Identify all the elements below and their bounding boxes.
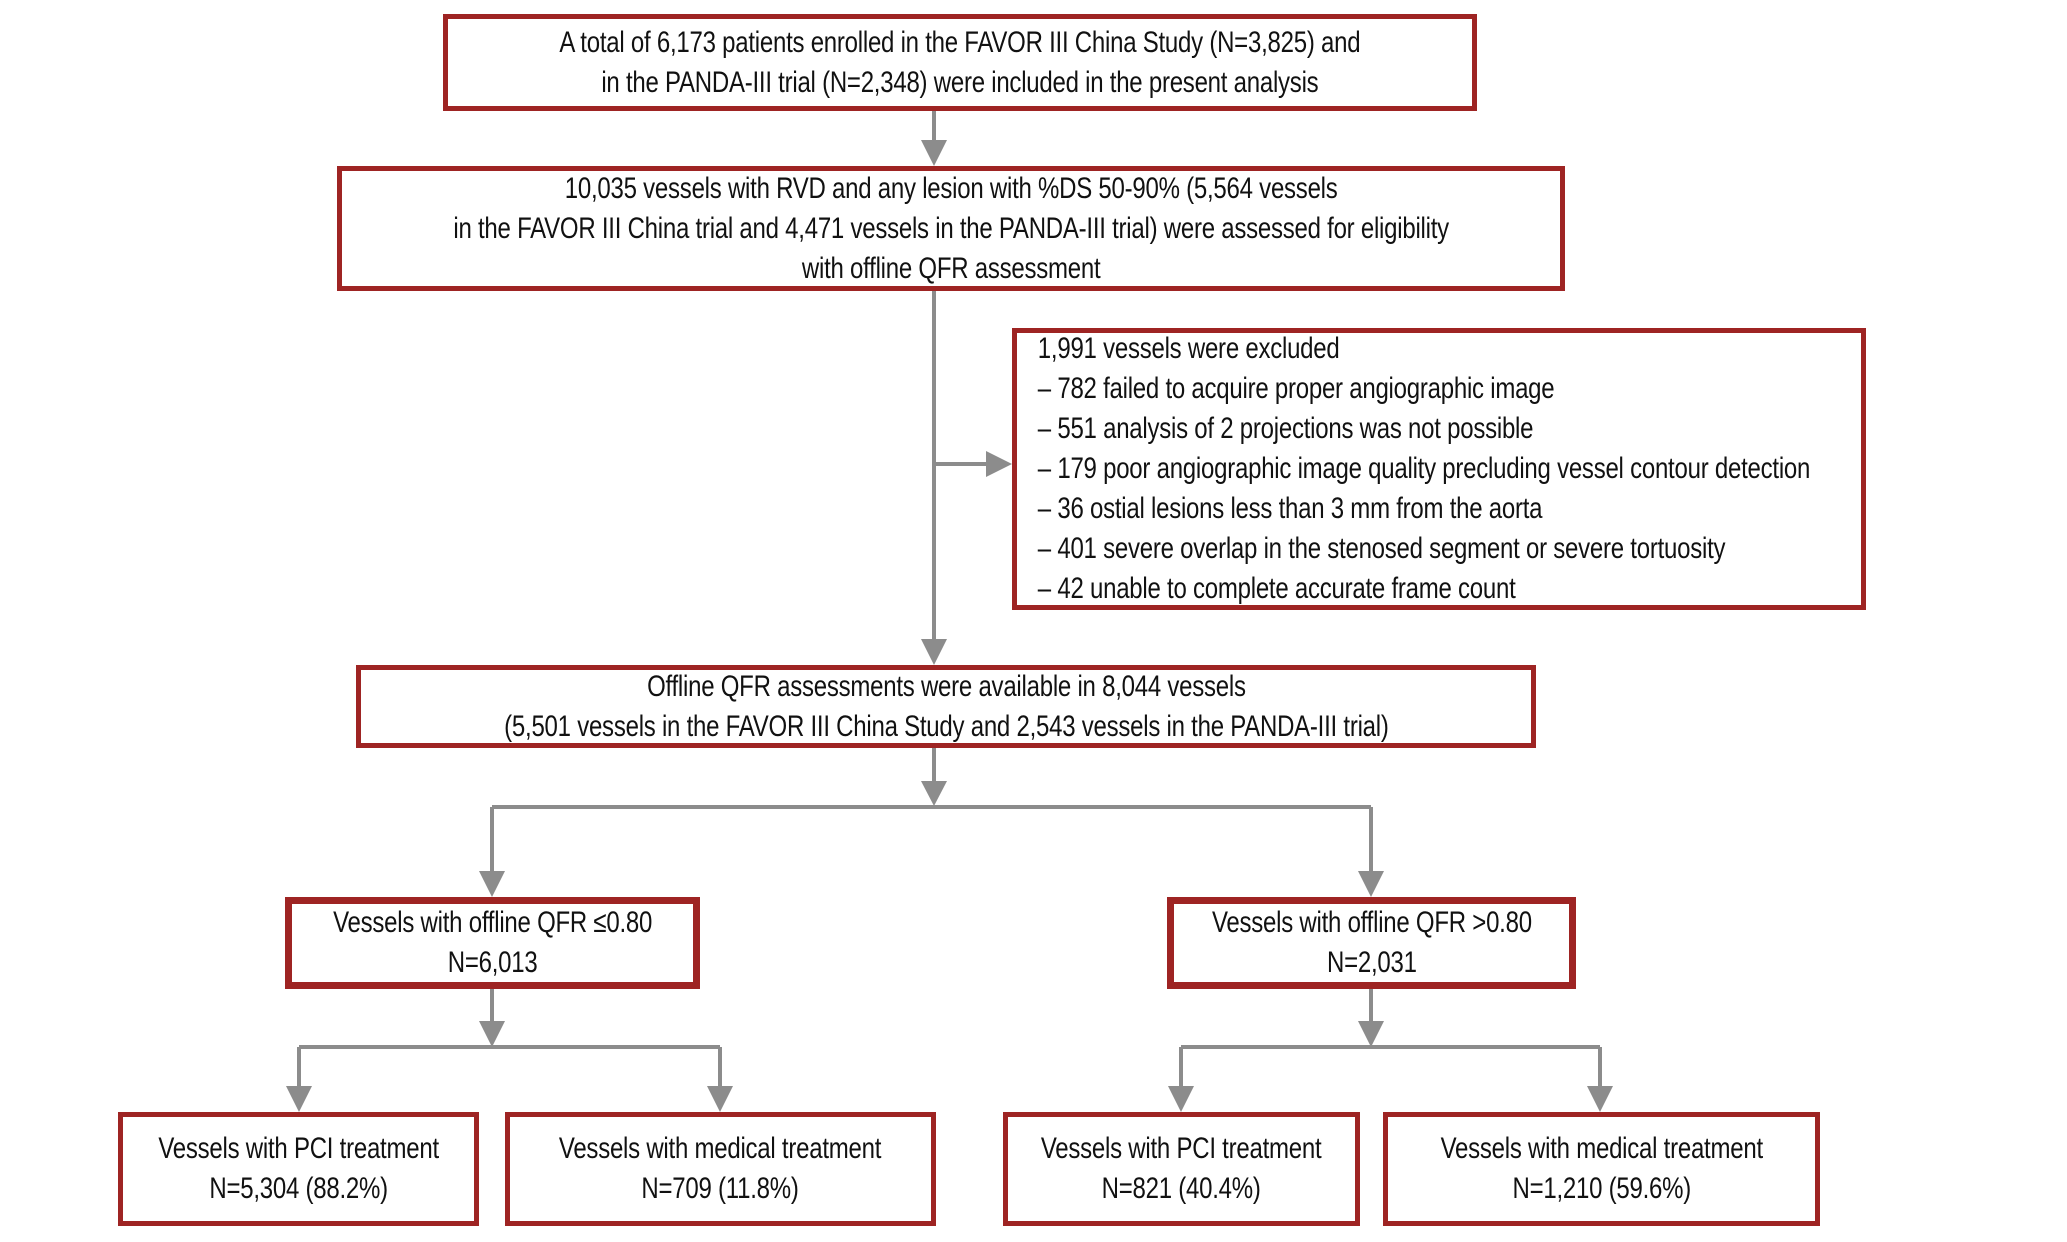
box-medical-treatment-gt: Vessels with medical treatment N=1,210 (… bbox=[1383, 1112, 1820, 1226]
arrow-branch-to-excluded bbox=[932, 451, 1012, 477]
arrow-enrolled-to-eligibility bbox=[921, 111, 947, 166]
arrow-qfr-gt-to-split bbox=[1358, 988, 1384, 1047]
box-qfr-gt-080: Vessels with offline QFR >0.80 N=2,031 bbox=[1167, 897, 1576, 989]
box-exclusions: 1,991 vessels were excluded – 782 failed… bbox=[1012, 328, 1866, 610]
box-enrolled-total: A total of 6,173 patients enrolled in th… bbox=[443, 14, 1477, 111]
box-enrolled-total-text: A total of 6,173 patients enrolled in th… bbox=[559, 25, 1361, 99]
box-pci-treatment-gt: Vessels with PCI treatment N=821 (40.4%) bbox=[1003, 1112, 1360, 1226]
box-medical-treatment-le-text: Vessels with medical treatment N=709 (11… bbox=[559, 1132, 882, 1205]
box-qfr-le-080: Vessels with offline QFR ≤0.80 N=6,013 bbox=[285, 897, 700, 989]
split-bar-gt bbox=[1168, 1045, 1613, 1112]
arrow-eligibility-to-qfr-available bbox=[921, 291, 947, 665]
split-bar-le bbox=[286, 1045, 733, 1112]
box-medical-treatment-gt-text: Vessels with medical treatment N=1,210 (… bbox=[1440, 1132, 1763, 1205]
arrow-qfr-le-to-split bbox=[479, 988, 505, 1047]
box-eligibility-assessment-text: 10,035 vessels with RVD and any lesion w… bbox=[453, 171, 1449, 285]
box-qfr-available-text: Offline QFR assessments were available i… bbox=[503, 669, 1389, 743]
box-pci-treatment-gt-text: Vessels with PCI treatment N=821 (40.4%) bbox=[1041, 1132, 1322, 1205]
box-qfr-le-080-text: Vessels with offline QFR ≤0.80 N=6,013 bbox=[332, 906, 653, 979]
box-qfr-available: Offline QFR assessments were available i… bbox=[356, 665, 1536, 748]
arrow-qfr-available-to-split bbox=[921, 747, 947, 806]
box-eligibility-assessment: 10,035 vessels with RVD and any lesion w… bbox=[337, 166, 1565, 291]
box-medical-treatment-le: Vessels with medical treatment N=709 (11… bbox=[505, 1112, 936, 1226]
split-bar-qfr bbox=[479, 805, 1384, 897]
box-exclusions-text: 1,991 vessels were excluded – 782 failed… bbox=[1037, 332, 1811, 605]
box-pci-treatment-le: Vessels with PCI treatment N=5,304 (88.2… bbox=[118, 1112, 479, 1226]
box-qfr-gt-080-text: Vessels with offline QFR >0.80 N=2,031 bbox=[1211, 906, 1532, 979]
box-pci-treatment-le-text: Vessels with PCI treatment N=5,304 (88.2… bbox=[158, 1132, 439, 1205]
